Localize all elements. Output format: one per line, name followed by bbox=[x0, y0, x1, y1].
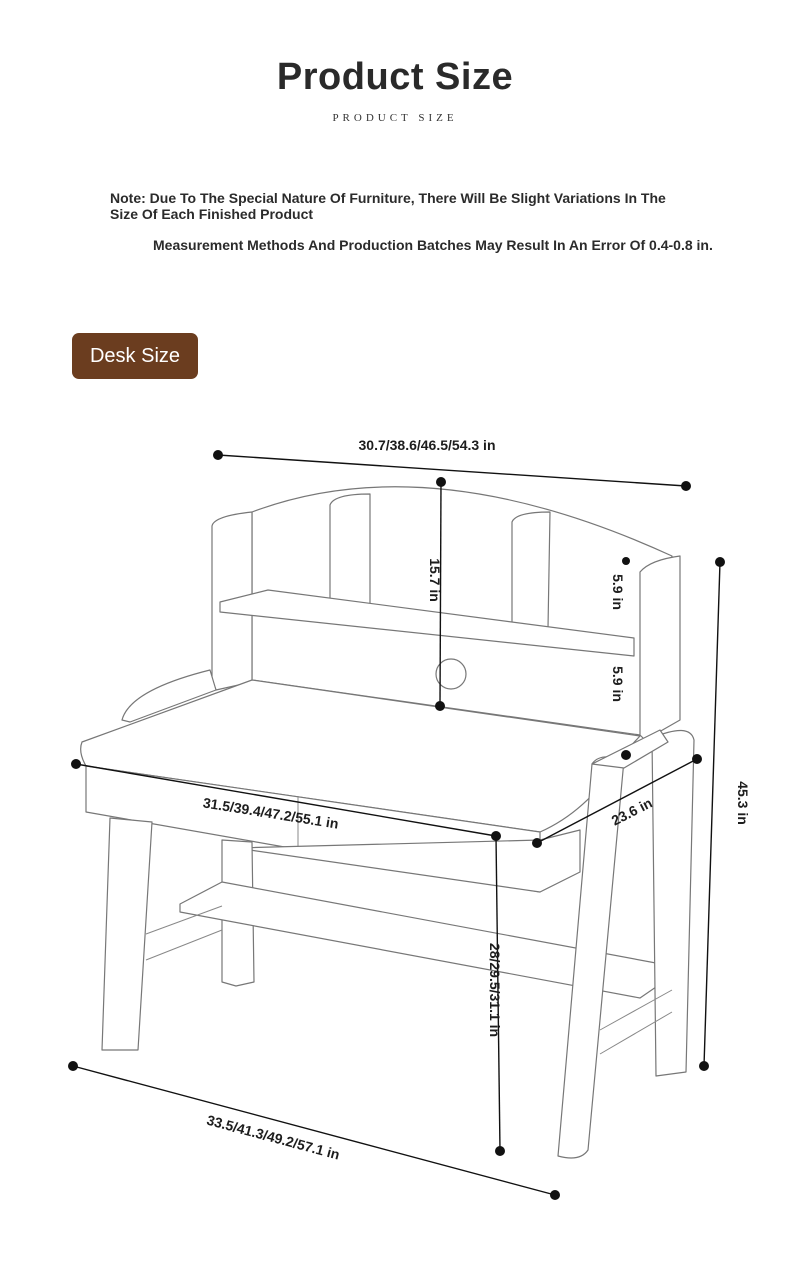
dim-point bbox=[436, 477, 446, 487]
dim-point bbox=[622, 557, 630, 565]
dim-point bbox=[71, 759, 81, 769]
dim-desk-height-label: 28/29.5/31.1 in bbox=[487, 943, 503, 1037]
dim-shelf-lower-label: 5.9 in bbox=[610, 666, 626, 702]
dim-shelf-upper-label: 5.9 in bbox=[610, 574, 626, 610]
dim-hutch-height-label: 15.7 in bbox=[427, 558, 443, 602]
section-badge: Desk Size bbox=[72, 333, 198, 379]
measurement-note: Measurement Methods And Production Batch… bbox=[153, 237, 713, 253]
dim-point bbox=[699, 1061, 709, 1071]
dim-point bbox=[68, 1061, 78, 1071]
dim-point bbox=[435, 701, 445, 711]
page-subtitle: PRODUCT SIZE bbox=[332, 112, 458, 124]
page-title: Product Size bbox=[276, 56, 514, 98]
dim-point bbox=[213, 450, 223, 460]
dim-top-width-label: 30.7/38.6/46.5/54.3 in bbox=[359, 437, 496, 453]
dimension-lines bbox=[68, 450, 725, 1200]
dim-point bbox=[550, 1190, 560, 1200]
size-note: Note: Due To The Special Nature Of Furni… bbox=[110, 190, 666, 222]
dim-point bbox=[621, 750, 631, 760]
dim-point bbox=[692, 754, 702, 764]
dim-point bbox=[532, 838, 542, 848]
section-badge-label: Desk Size bbox=[89, 344, 181, 367]
dim-point bbox=[715, 557, 725, 567]
desk-illustration bbox=[80, 486, 695, 1159]
dim-total-height-label: 45.3 in bbox=[735, 781, 751, 825]
dim-point bbox=[495, 1146, 505, 1156]
dim-point bbox=[681, 481, 691, 491]
